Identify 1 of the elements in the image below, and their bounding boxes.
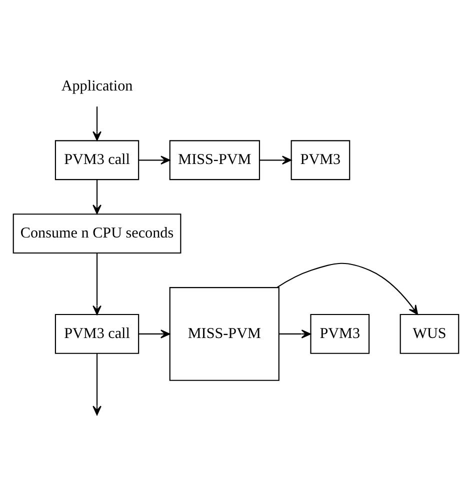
node-text: Application	[60, 78, 132, 95]
